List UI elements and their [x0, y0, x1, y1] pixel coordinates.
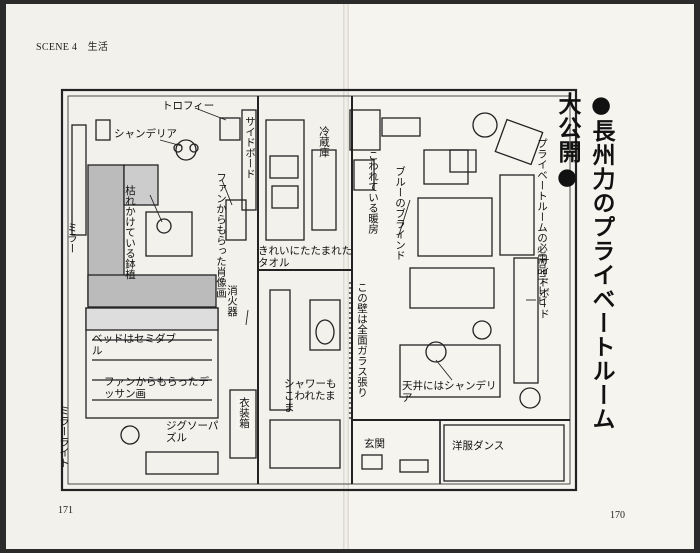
label-fridge: 冷蔵庫 [318, 126, 330, 158]
label-wardrobe-box: 衣装箱 [236, 396, 252, 430]
running-head: SCENE 4 生活 [36, 42, 109, 53]
chandelier-left-drawing [175, 139, 197, 161]
label-jigsaw: ジグソーパズル [166, 420, 219, 444]
label-mirror: ミラー [66, 222, 78, 254]
page-number-left: 171 [58, 505, 73, 516]
tv-drawing [494, 118, 544, 166]
label-withered-plant: 枯れかけている鉢植 [124, 185, 136, 280]
coffee-table [145, 211, 193, 257]
label-trophy: トロフィー [162, 100, 215, 112]
label-mirror-light: ミラーライト [58, 405, 70, 468]
page-title: ●長州力のプライベートルーム大公開● [554, 92, 614, 431]
label-dessin: ファンからもらったデッサン画 [104, 376, 209, 400]
label-ceiling-chandelier: 天井にはシャンデリア [402, 380, 497, 404]
label-blue-blind: ブルーのブラインド [394, 166, 406, 261]
label-wall-note: この壁は全面ガラス張り [356, 282, 368, 398]
label-side-board-right: サイドボード [538, 256, 550, 319]
label-portrait: ファンからもらった肖像画 [215, 172, 227, 298]
label-broken-heater: こわれている暖房 [367, 150, 379, 234]
book-gutter [343, 4, 349, 549]
label-towel: きれいにたたまれたタオル [258, 245, 353, 269]
label-private-tv: プライベートルームの必需品テレビ [536, 138, 548, 306]
right-page [346, 4, 694, 549]
label-fire-extinguisher: 消火器 [226, 285, 238, 317]
label-side-board-left: サイドボード [244, 116, 256, 179]
label-wardrobe: 洋服ダンス [452, 440, 505, 452]
outer-wall [60, 88, 578, 492]
label-bed: ベッドはセミダブル [92, 333, 176, 357]
label-entrance: 玄関 [364, 438, 385, 450]
label-chandelier-left: シャンデリア [114, 128, 177, 140]
label-shower: シャワーもこわれたまま [284, 378, 337, 414]
page-number-right: 170 [610, 510, 625, 521]
